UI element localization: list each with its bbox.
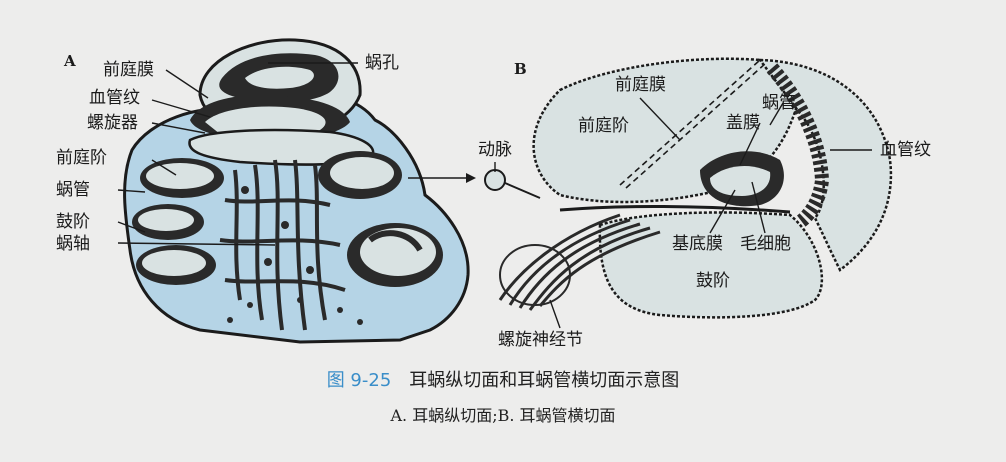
label-basilar-membrane: 基底膜 [672,234,723,254]
label-scala-tympani-b: 鼓阶 [696,271,730,291]
label-stria-vascularis-b: 血管纹 [880,140,931,160]
label-artery: 动脉 [478,140,512,160]
label-tectorial-membrane: 盖膜 [726,113,760,133]
figure-subcaption: A. 耳蜗纵切面;B. 耳蜗管横切面 [390,406,616,425]
panel-label-a: A [64,52,76,70]
label-stria-vascularis-a: 血管纹 [89,88,140,108]
label-vestibular-membrane-b: 前庭膜 [615,75,666,95]
figure-number: 图 9-25 [326,370,392,391]
label-modiolus: 蜗轴 [56,234,90,254]
cochlea-longitudinal-section [123,38,470,344]
figure-caption: 图 9-25 耳蜗纵切面和耳蜗管横切面示意图 [0,366,1006,392]
label-scala-vestibuli-b: 前庭阶 [578,116,629,136]
label-spiral-ganglion: 螺旋神经节 [498,330,583,350]
arrow-icon [466,173,476,183]
panel-label-b: B [514,60,527,78]
label-cochlear-duct-b: 蜗管 [762,93,796,113]
label-scala-tympani-a: 鼓阶 [56,212,90,232]
cochlear-duct-cross-section [484,57,893,319]
label-spiral-organ: 螺旋器 [87,113,138,133]
label-cochlear-duct-a: 蜗管 [56,180,90,200]
leader-lines-a [117,62,466,246]
leader-lines-b [494,97,872,329]
label-helicotrema: 蜗孔 [365,53,399,73]
figure-title: 耳蜗纵切面和耳蜗管横切面示意图 [409,370,680,391]
label-scala-vestibuli-a: 前庭阶 [56,148,107,168]
label-vestibular-membrane-a: 前庭膜 [103,60,154,80]
label-hair-cells: 毛细胞 [740,234,791,254]
